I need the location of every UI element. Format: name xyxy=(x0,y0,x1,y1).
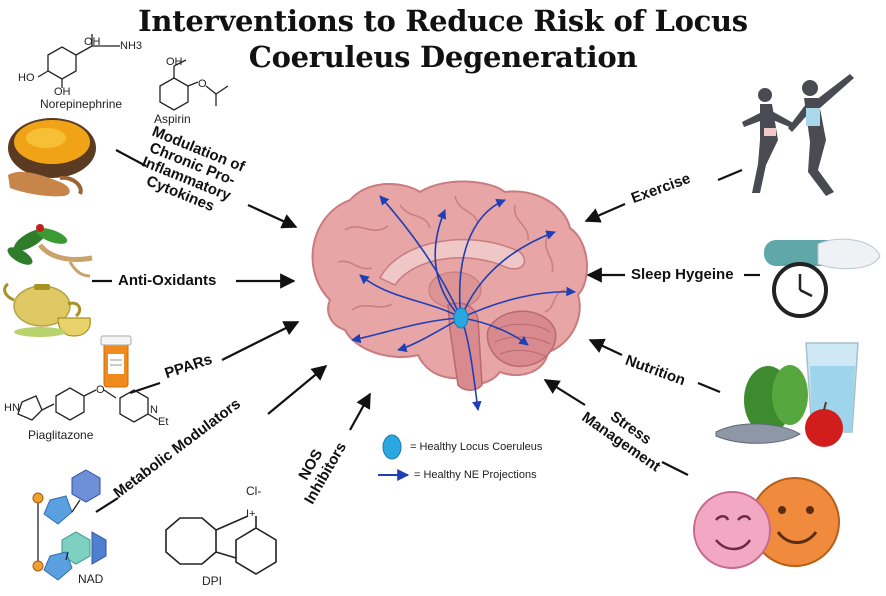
nad-structure xyxy=(32,469,107,581)
stress-management-icon xyxy=(693,477,840,569)
chloride-label: Cl- xyxy=(246,484,262,498)
label-antioxidants: Anti-Oxidants xyxy=(118,272,217,289)
atom-n: N xyxy=(150,404,158,416)
nutrition-icon xyxy=(715,342,859,447)
pill-bottle-icon xyxy=(100,335,132,388)
dpi-structure xyxy=(165,515,277,575)
atom-oh-ring: OH xyxy=(54,86,71,98)
atom-nh3: NH3 xyxy=(120,40,143,52)
piaglitazone-label: Piaglitazone xyxy=(28,428,94,442)
legend-lc-swatch xyxy=(382,434,402,460)
atom-hn: HN xyxy=(4,402,20,414)
title-line-2: Coeruleus Degeneration xyxy=(248,40,638,74)
atom-ho: HO xyxy=(18,72,35,84)
legend-ne-label: = Healthy NE Projections xyxy=(414,469,537,481)
atom-o-aspirin: O xyxy=(198,78,207,90)
atom-oh-aspirin: OH xyxy=(166,56,183,68)
atom-oh-ne: OH xyxy=(84,36,101,48)
label-sleep-hygeine: Sleep Hygeine xyxy=(631,266,734,283)
exercise-icon xyxy=(742,74,854,196)
aspirin-structure xyxy=(159,59,229,111)
brain-illustration xyxy=(311,180,588,411)
piaglitazone-structure xyxy=(17,387,159,423)
sleep-icon xyxy=(764,238,881,318)
right-arrows xyxy=(543,168,760,476)
aspirin-label: Aspirin xyxy=(154,112,191,126)
turmeric-icon xyxy=(8,118,96,197)
atom-o-piag: O xyxy=(96,384,105,396)
norepinephrine-structure xyxy=(37,34,120,88)
left-arrows xyxy=(92,149,371,513)
atom-et: Et xyxy=(158,416,169,428)
legend-marks xyxy=(378,434,410,481)
title-line-1: Interventions to Reduce Risk of Locus xyxy=(138,4,748,38)
iodonium-label: I+ xyxy=(246,508,256,520)
ginseng-icon xyxy=(7,224,93,278)
legend-lc-label: = Healthy Locus Coeruleus xyxy=(410,441,543,453)
nad-label: NAD xyxy=(78,572,104,586)
dpi-label: DPI xyxy=(202,574,223,588)
norepinephrine-label: Norepinephrine xyxy=(40,97,123,111)
tea-icon xyxy=(3,282,91,337)
